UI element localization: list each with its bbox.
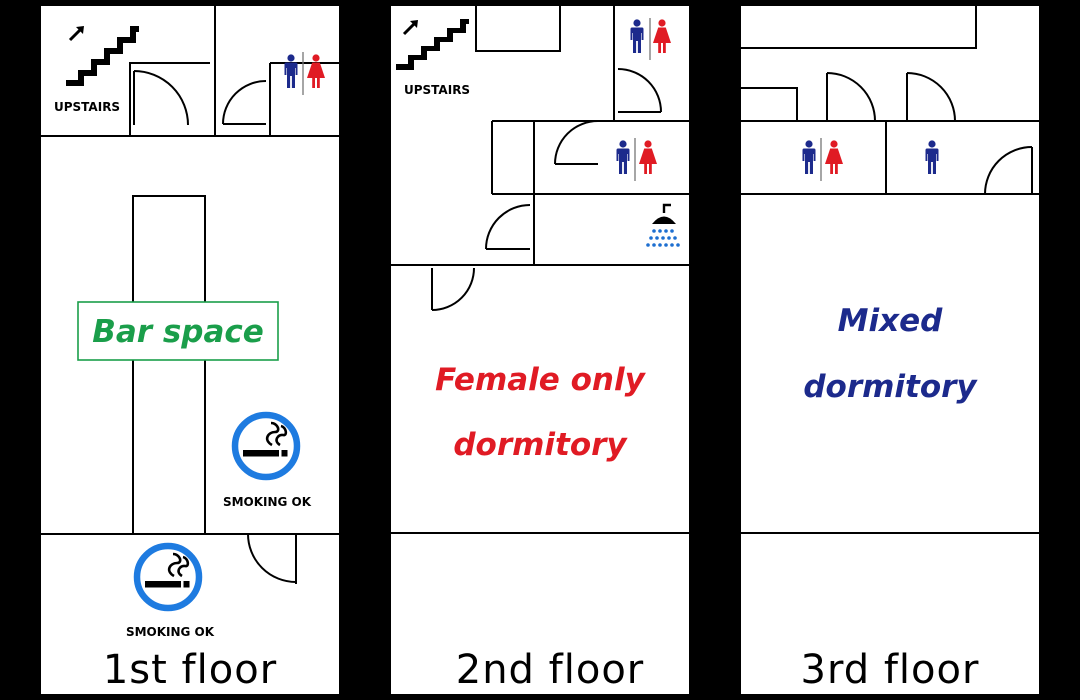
room-label-bar: Bar space — [92, 314, 264, 350]
upstairs-label: UPSTAIRS — [404, 83, 470, 97]
restroom-icon — [802, 138, 843, 181]
stairs-icon — [66, 26, 139, 86]
floor-2-plan — [389, 4, 691, 696]
upstairs-label: UPSTAIRS — [54, 100, 120, 114]
room-label-mixed-1: Mixed — [838, 303, 943, 339]
smoking-label: SMOKING OK — [223, 495, 312, 509]
bar-space-sign: Bar space — [77, 301, 279, 361]
stairs-icon — [396, 19, 469, 70]
room-label-female-1: Female only — [435, 362, 646, 398]
floor-label: 3rd floor — [801, 647, 980, 693]
smoking-label: SMOKING OK — [126, 625, 215, 639]
shower-icon — [646, 203, 680, 247]
no-smoking-icon — [137, 546, 199, 608]
floor-label: 1st floor — [103, 647, 277, 693]
room-label-mixed-2: dormitory — [803, 369, 978, 405]
restroom-icon — [630, 18, 671, 60]
room-label-female-2: dormitory — [453, 427, 628, 463]
floor-3-plan — [739, 4, 1041, 696]
floor-label: 2nd floor — [456, 647, 645, 693]
restroom-icon — [616, 138, 657, 181]
restroom-icon — [284, 52, 325, 95]
no-smoking-icon — [235, 415, 297, 477]
